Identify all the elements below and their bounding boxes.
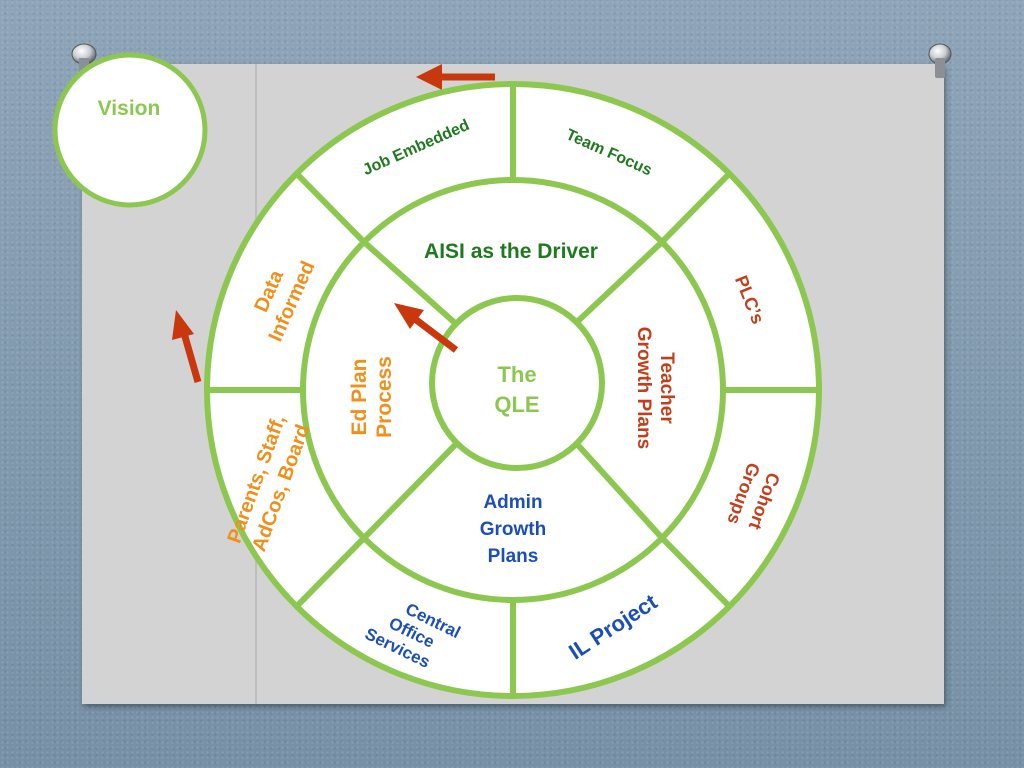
middle-right-line2: Growth Plans [633, 327, 654, 449]
middle-bottom-line1: Admin [483, 492, 542, 513]
arrow-left [172, 310, 202, 383]
middle-right-label: Teacher Growth Plans [633, 327, 677, 449]
middle-bottom-line3: Plans [488, 546, 539, 567]
pin-left [71, 43, 97, 72]
arrow-center [394, 303, 459, 353]
middle-left-label: Ed Plan Process [348, 356, 396, 438]
middle-left-line2: Process [373, 356, 396, 438]
middle-dividers [361, 239, 665, 541]
arrow-top [416, 64, 495, 90]
center-circle [429, 295, 605, 471]
middle-left-line1: Ed Plan [348, 358, 371, 435]
wheel [204, 81, 822, 699]
middle-right-line1: Teacher [656, 352, 677, 424]
center-line2: QLE [494, 392, 539, 417]
pin-right [928, 43, 952, 78]
middle-bottom-line2: Growth [480, 519, 547, 540]
vision-circle: Vision [52, 52, 208, 208]
middle-top-label: AISI as the Driver [424, 240, 598, 263]
center-line1: The [497, 362, 536, 387]
outer-dividers [207, 84, 819, 696]
vision-label: Vision [98, 97, 161, 120]
